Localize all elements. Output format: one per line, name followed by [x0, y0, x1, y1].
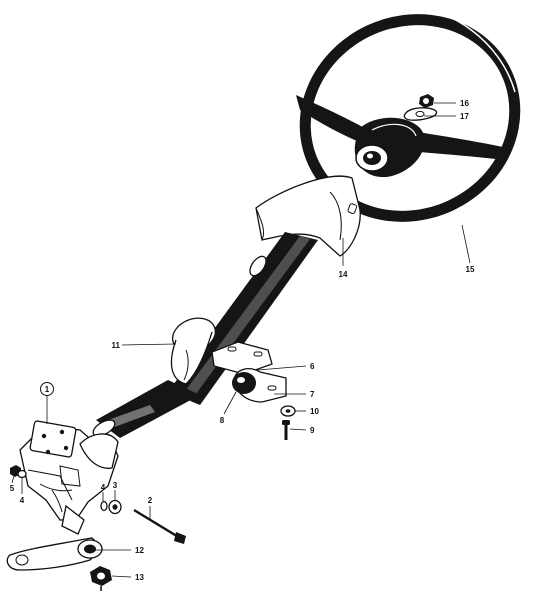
- label-7: 7: [310, 390, 315, 399]
- label-9: 9: [310, 426, 315, 435]
- bolt-9: [282, 420, 290, 440]
- nut-3: [108, 499, 122, 515]
- label-1: 1: [45, 385, 50, 394]
- wheel-hub: [355, 144, 389, 172]
- label-5: 5: [10, 484, 15, 493]
- bush-8: [232, 372, 256, 394]
- label-15: 15: [466, 265, 475, 274]
- nut-16: [419, 94, 434, 108]
- label-8: 8: [220, 416, 225, 425]
- label-4-left: 4: [20, 496, 25, 505]
- drop-arm: [6, 537, 103, 571]
- label-2: 2: [148, 496, 153, 505]
- leader-lines: [11, 102, 471, 578]
- washer-4-left: [17, 469, 27, 479]
- label-16: 16: [460, 99, 469, 108]
- label-3: 3: [113, 481, 118, 490]
- bolt-2: [133, 508, 186, 544]
- washer-17: [403, 107, 438, 121]
- label-13: 13: [135, 573, 144, 582]
- washer-10: [280, 405, 296, 417]
- label-4-right: 4: [101, 483, 106, 492]
- wheel-spokes: [296, 95, 508, 178]
- steering-column: [92, 232, 318, 438]
- label-10: 10: [310, 407, 319, 416]
- label-6: 6: [310, 362, 315, 371]
- nut-13: [90, 566, 112, 591]
- part-labels: 1 2 3 4 4 5 6 7 8 9 10 11 12 13 14 15 16…: [10, 99, 475, 582]
- label-17: 17: [460, 112, 469, 121]
- washer-4-right: [100, 500, 108, 512]
- label-12: 12: [135, 546, 144, 555]
- steering-box: [19, 420, 119, 535]
- clamp-bracket: [211, 341, 273, 375]
- label-14: 14: [339, 270, 348, 279]
- label-11: 11: [112, 341, 121, 350]
- label-1-circle: [40, 382, 54, 396]
- column-boot: [170, 317, 217, 385]
